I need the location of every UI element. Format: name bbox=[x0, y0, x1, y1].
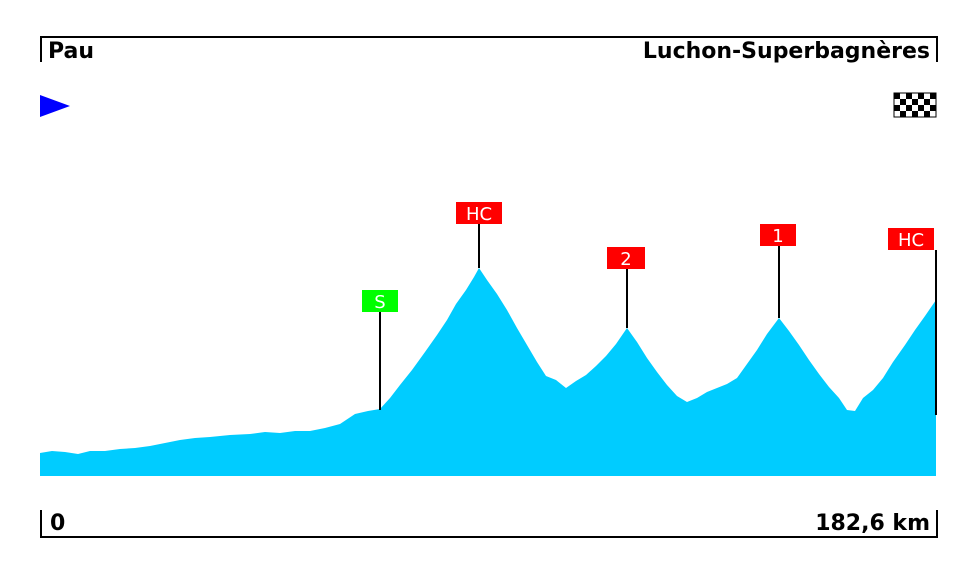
checker-square bbox=[894, 93, 900, 99]
marker-badge bbox=[760, 224, 796, 246]
marker-label: S bbox=[374, 292, 385, 313]
bottom-left-tick bbox=[40, 510, 42, 538]
checker-square bbox=[894, 105, 900, 111]
checker-square bbox=[906, 99, 912, 105]
checker-square bbox=[918, 111, 924, 117]
checker-square bbox=[918, 105, 924, 111]
finish-name: Luchon-Superbagnères bbox=[642, 39, 930, 64]
checkered-flag-icon bbox=[893, 92, 937, 118]
marker-badge bbox=[888, 228, 934, 250]
checker-square bbox=[930, 111, 936, 117]
checker-square bbox=[906, 93, 912, 99]
checker-square bbox=[900, 105, 906, 111]
marker-label: HC bbox=[466, 204, 492, 225]
marker-climb-hc-finish: HC bbox=[888, 228, 937, 415]
top-right-tick bbox=[936, 36, 938, 62]
checker-square bbox=[906, 111, 912, 117]
top-rule bbox=[40, 36, 938, 38]
top-left-tick bbox=[40, 36, 42, 62]
checker-square bbox=[930, 99, 936, 105]
checker-square bbox=[894, 111, 900, 117]
marker-climb-1: 1 bbox=[760, 224, 796, 318]
marker-label: 1 bbox=[772, 226, 783, 247]
checker-square bbox=[918, 93, 924, 99]
marker-climb-hc: HC bbox=[456, 202, 502, 268]
checker-square bbox=[924, 93, 930, 99]
marker-label: 2 bbox=[620, 249, 631, 270]
checker-square bbox=[912, 111, 918, 117]
checker-square bbox=[912, 99, 918, 105]
checker-square bbox=[900, 99, 906, 105]
elevation-profile bbox=[40, 268, 936, 476]
checker-square bbox=[906, 105, 912, 111]
checker-square bbox=[924, 105, 930, 111]
start-flag-icon bbox=[40, 95, 70, 117]
bottom-right-tick bbox=[936, 510, 938, 538]
checker-square bbox=[900, 111, 906, 117]
checker-square bbox=[930, 93, 936, 99]
start-distance: 0 bbox=[50, 511, 66, 536]
marker-climb-2: 2 bbox=[607, 247, 645, 328]
marker-badge bbox=[607, 247, 645, 269]
checker-square bbox=[900, 93, 906, 99]
marker-label: HC bbox=[898, 230, 924, 251]
marker-badge bbox=[362, 290, 398, 312]
checker-square bbox=[930, 105, 936, 111]
checker-square bbox=[924, 99, 930, 105]
bottom-rule bbox=[40, 536, 938, 538]
start-name: Pau bbox=[48, 39, 95, 64]
checker-square bbox=[912, 105, 918, 111]
marker-badge bbox=[456, 202, 502, 224]
checker-square bbox=[918, 99, 924, 105]
checker-square bbox=[924, 111, 930, 117]
checker-square bbox=[894, 99, 900, 105]
marker-sprint: S bbox=[362, 290, 398, 410]
checker-border bbox=[893, 92, 937, 118]
finish-distance: 182,6 km bbox=[815, 511, 930, 536]
checker-square bbox=[912, 93, 918, 99]
